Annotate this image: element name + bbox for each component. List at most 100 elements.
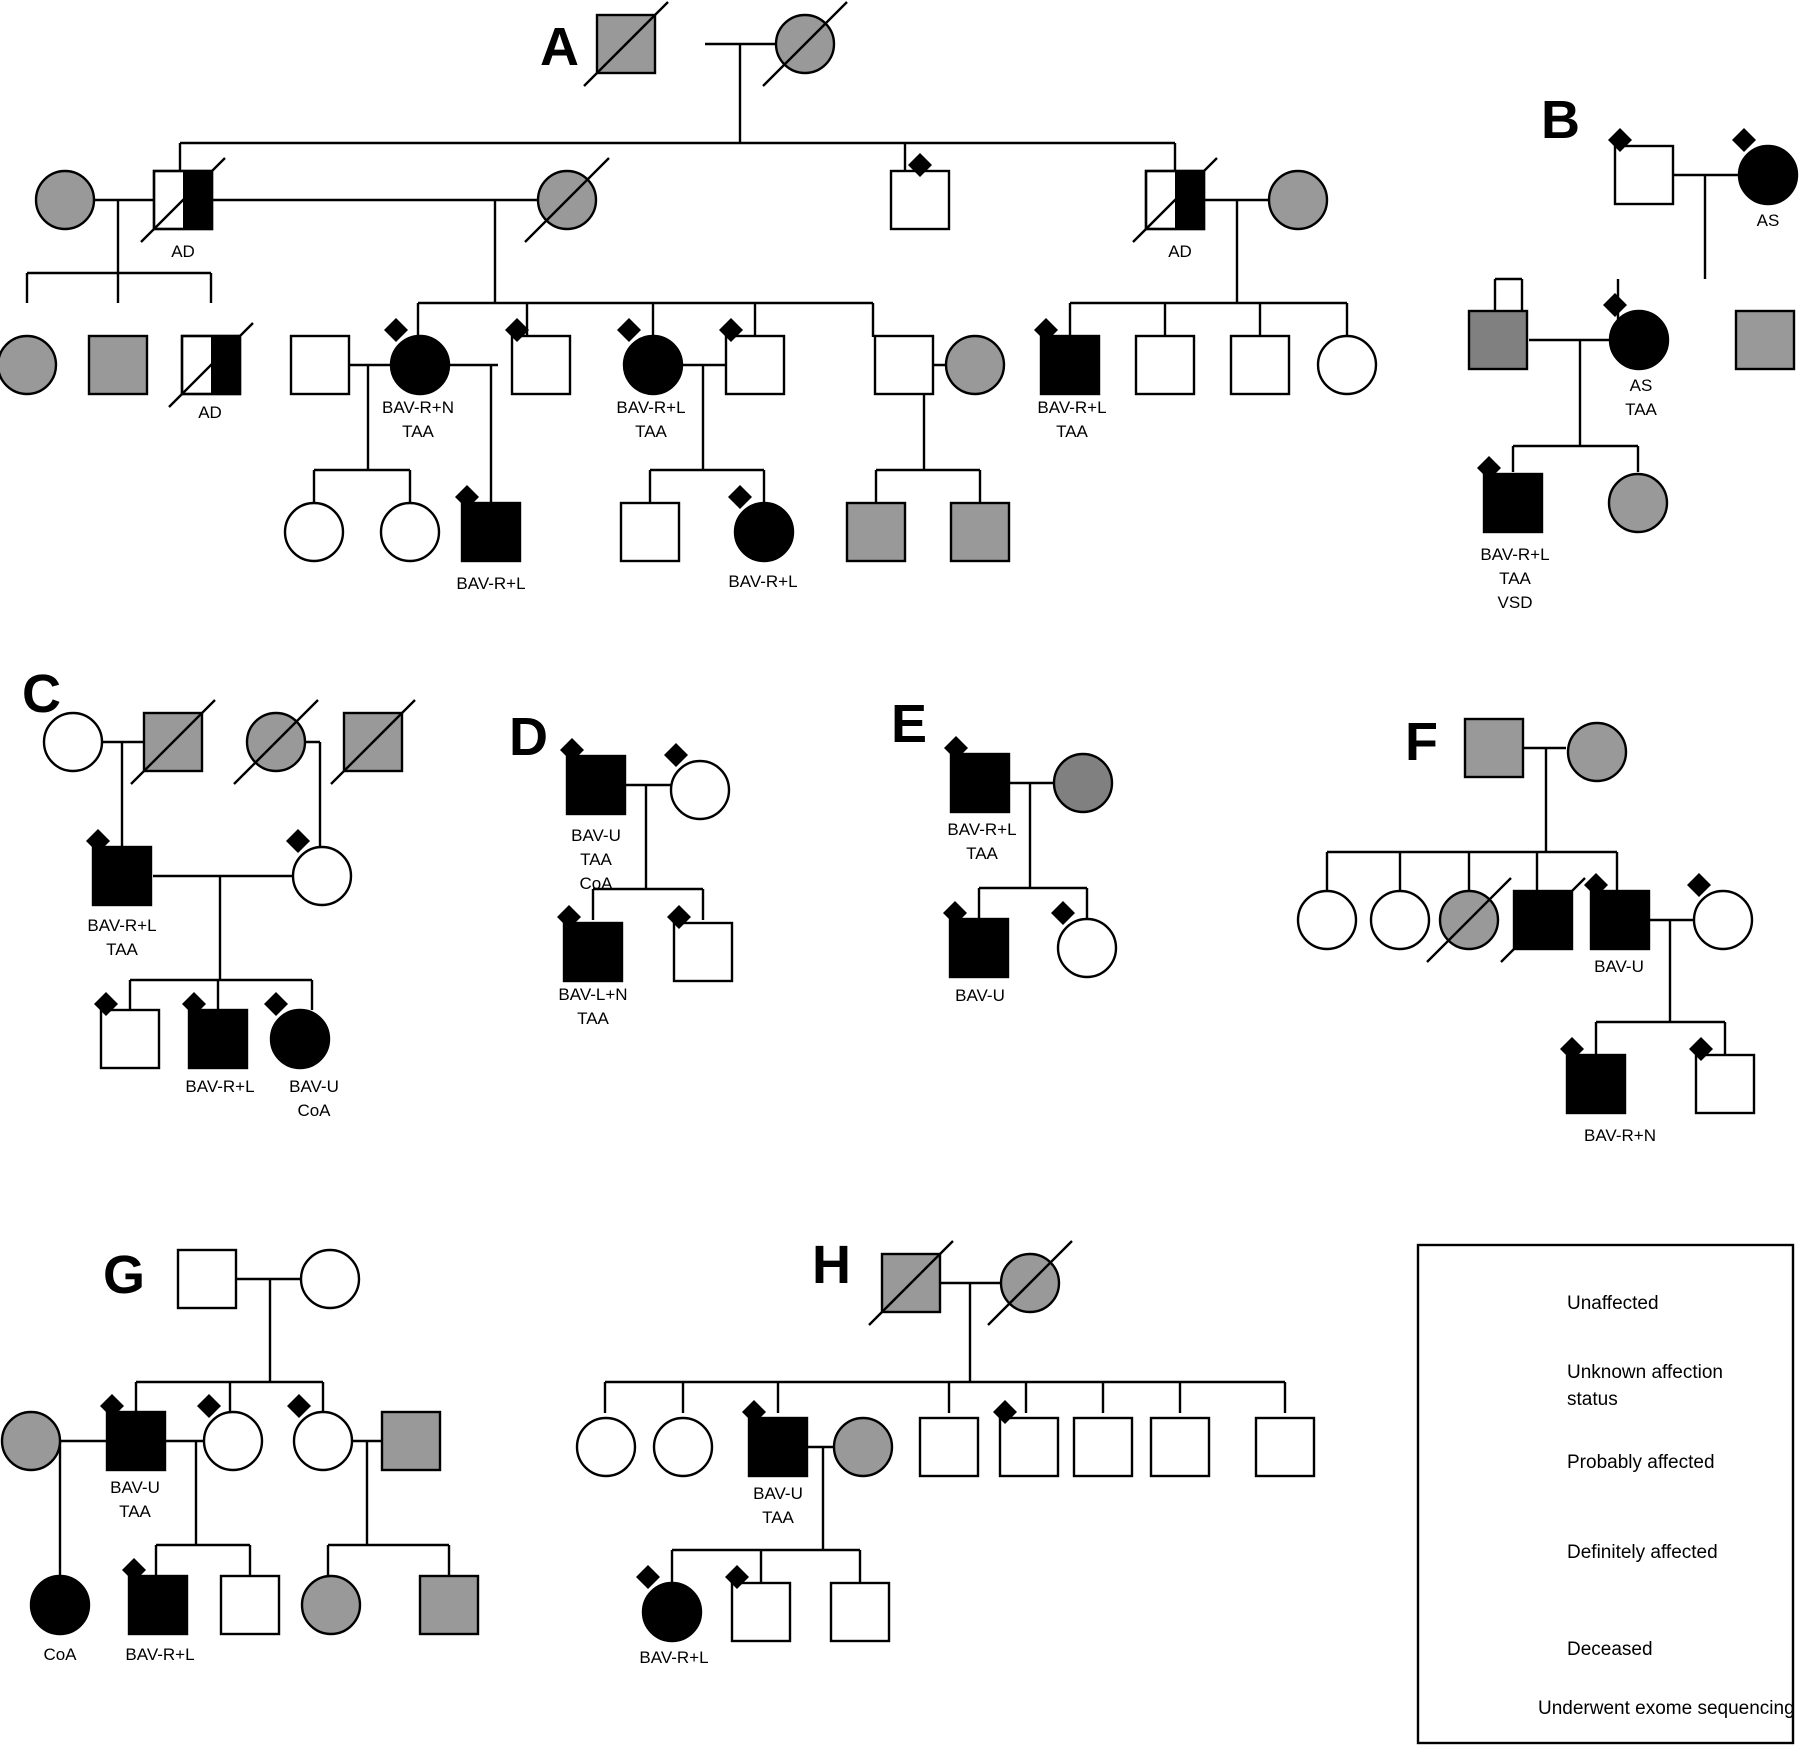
female-circle-86 xyxy=(636,1565,703,1643)
label-b1-0: AS xyxy=(1757,211,1780,230)
male-square-31 xyxy=(1467,309,1529,371)
male-square-66 xyxy=(100,1394,167,1472)
male-square-20 xyxy=(1229,334,1291,396)
symbol-shape xyxy=(1737,144,1799,206)
label-a8-0: BAV-R+L xyxy=(728,572,797,591)
symbol-shape xyxy=(1565,1053,1627,1115)
label-c2-0: BAV-R+L xyxy=(185,1077,254,1096)
panel-letter-c: C xyxy=(22,664,61,724)
symbol-shape xyxy=(1482,472,1544,534)
label-a6-1: TAA xyxy=(1056,422,1088,441)
female-circle-12 xyxy=(384,318,451,396)
female-circle-76 xyxy=(987,1240,1073,1326)
female-circle-35 xyxy=(1607,472,1669,534)
symbol-shape xyxy=(300,1574,362,1636)
exome-diamond xyxy=(557,905,581,929)
panel-letter-f: F xyxy=(1405,712,1438,772)
male-square-47 xyxy=(557,905,624,983)
male-square-34 xyxy=(1477,456,1544,534)
exome-diamond xyxy=(1732,128,1756,152)
symbol-shape xyxy=(1463,717,1525,779)
female-circle-14 xyxy=(617,318,684,396)
symbol-shape xyxy=(949,752,1011,814)
deceased-slash xyxy=(330,699,416,785)
label-d1-1: TAA xyxy=(580,850,612,869)
label-d2-0: BAV-L+N xyxy=(558,985,627,1004)
male-square-5 xyxy=(889,153,951,231)
symbol-shape xyxy=(1039,334,1101,396)
male-square-74 xyxy=(418,1574,480,1636)
panel-letter-h: H xyxy=(812,1235,851,1295)
male-square-40 xyxy=(86,829,153,907)
deceased-slash xyxy=(762,1,848,87)
label-a4-1: TAA xyxy=(402,422,434,441)
male-square-16 xyxy=(873,334,935,396)
half-fill xyxy=(1175,171,1204,229)
deceased-slash xyxy=(140,157,226,243)
legend-deceased: Deceased xyxy=(1567,1639,1653,1660)
symbol-shape xyxy=(289,334,351,396)
symbol-shape xyxy=(1072,1416,1134,1478)
male-square-29 xyxy=(1608,128,1675,206)
symbol-shape xyxy=(1052,752,1114,814)
symbol-shape xyxy=(1267,169,1329,231)
female-circle-80 xyxy=(832,1416,894,1478)
male-square-43 xyxy=(182,992,249,1070)
exome-diamond xyxy=(944,736,968,760)
panel-letter-a: A xyxy=(540,17,579,77)
male-square-84 xyxy=(1149,1416,1211,1478)
symbol-shape xyxy=(34,169,96,231)
female-circle-55 xyxy=(1296,889,1358,951)
symbol-shape xyxy=(42,711,104,773)
male-square-82 xyxy=(993,1400,1060,1478)
symbol-shape xyxy=(292,1410,354,1472)
deceased-slash xyxy=(1426,877,1512,963)
half-fill xyxy=(183,171,212,229)
male-square-81 xyxy=(918,1416,980,1478)
symbol-shape xyxy=(747,1416,809,1478)
symbol-shape xyxy=(1316,334,1378,396)
symbol-shape xyxy=(918,1416,980,1478)
symbol-shape xyxy=(87,334,149,396)
female-circle-60 xyxy=(1687,873,1754,951)
male-square-45 xyxy=(560,738,627,816)
label-a7-0: BAV-R+L xyxy=(456,574,525,593)
exome-diamond xyxy=(455,485,479,509)
exome-diamond xyxy=(384,318,408,342)
label-h1-0: BAV-U xyxy=(753,1484,803,1503)
symbol-shape xyxy=(873,334,935,396)
exome-diamond xyxy=(636,1565,660,1589)
symbol-shape xyxy=(998,1416,1060,1478)
exome-diamond xyxy=(122,1558,146,1582)
male-square-59 xyxy=(1584,873,1651,951)
label-f2-0: BAV-R+N xyxy=(1584,1126,1656,1145)
deceased-slash xyxy=(233,699,319,785)
symbol-shape xyxy=(1134,334,1196,396)
exome-diamond xyxy=(1477,456,1501,480)
male-square-24 xyxy=(455,485,522,563)
symbol-shape xyxy=(733,501,795,563)
legend-unaffected: Unaffected xyxy=(1567,1293,1659,1314)
male-square-87 xyxy=(725,1565,792,1643)
symbol-shape xyxy=(91,845,153,907)
label-g1-1: TAA xyxy=(119,1502,151,1521)
symbol-shape xyxy=(1467,309,1529,371)
exome-diamond xyxy=(560,738,584,762)
male-square-58 xyxy=(1500,877,1586,963)
symbol-outline xyxy=(1144,169,1206,231)
symbol-shape xyxy=(575,1416,637,1478)
female-circle-21 xyxy=(1316,334,1378,396)
male-square-51 xyxy=(943,901,1010,979)
female-circle-65 xyxy=(0,1410,62,1472)
label-e2-0: BAV-U xyxy=(955,986,1005,1005)
symbol-shape xyxy=(1589,889,1651,951)
panel-letter-b: B xyxy=(1541,90,1580,150)
label-b2-0: AS xyxy=(1630,376,1653,395)
symbol-shape xyxy=(202,1410,264,1472)
symbol-shape xyxy=(0,1410,62,1472)
symbol-shape xyxy=(99,1008,161,1070)
symbol-shape xyxy=(565,754,627,816)
symbol-shape xyxy=(105,1410,167,1472)
